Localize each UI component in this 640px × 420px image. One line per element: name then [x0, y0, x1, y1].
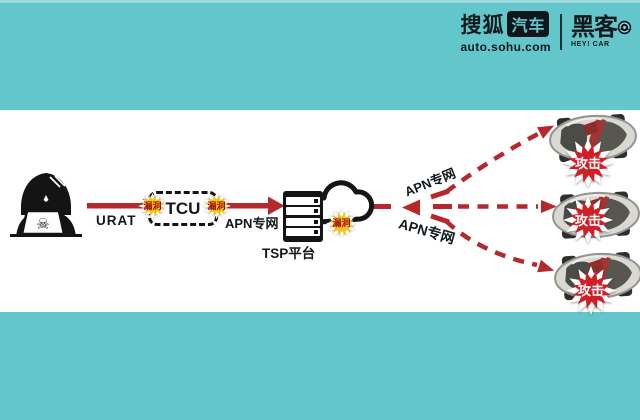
- tcu-label: TCU: [165, 198, 201, 218]
- apn-link-label: APN专网: [225, 216, 279, 231]
- sohu-auto-logo: 搜狐 汽车 auto.sohu.com: [460, 9, 551, 54]
- vulnerability-label: 漏洞: [332, 218, 351, 228]
- skull-icon: ☠: [36, 216, 49, 233]
- heycar-logo-text: 黑客: [571, 13, 618, 41]
- heycar-tagline: HEY! CAR: [571, 40, 610, 48]
- target-car-icon: [549, 114, 637, 163]
- urat-link-label: URAT: [96, 213, 137, 228]
- attack-label: 攻击: [577, 283, 604, 298]
- hacker-icon: ☠: [10, 173, 82, 237]
- vulnerability-label: 漏洞: [143, 200, 162, 211]
- attack-label: 攻击: [574, 155, 601, 171]
- sohu-domain-text: auto.sohu.com: [460, 40, 551, 54]
- attack-burst: 攻击: [562, 138, 614, 188]
- vulnerability-label: 漏洞: [207, 200, 226, 211]
- server-icon: [283, 191, 323, 242]
- attack-burst: 攻击: [563, 196, 613, 244]
- heycar-logo: 黑客 HEY! CAR: [571, 13, 632, 48]
- logo-divider: [560, 13, 562, 50]
- vulnerability-burst: 漏洞: [138, 193, 167, 219]
- tsp-platform-label: TSP平台: [262, 246, 316, 261]
- attack-label: 攻击: [574, 212, 601, 228]
- vulnerability-burst: 漏洞: [202, 193, 231, 219]
- steering-wheel-icon: [617, 20, 632, 35]
- sohu-logo-text: 搜狐: [460, 14, 505, 37]
- attack-burst: 攻击: [566, 266, 616, 315]
- top-highlight-strip: [0, 0, 640, 3]
- header-logos: 搜狐 汽车 auto.sohu.com 黑客 HEY! CAR: [460, 9, 632, 54]
- sohu-auto-badge: 汽车: [507, 11, 550, 37]
- vulnerability-burst: 漏洞: [326, 209, 357, 238]
